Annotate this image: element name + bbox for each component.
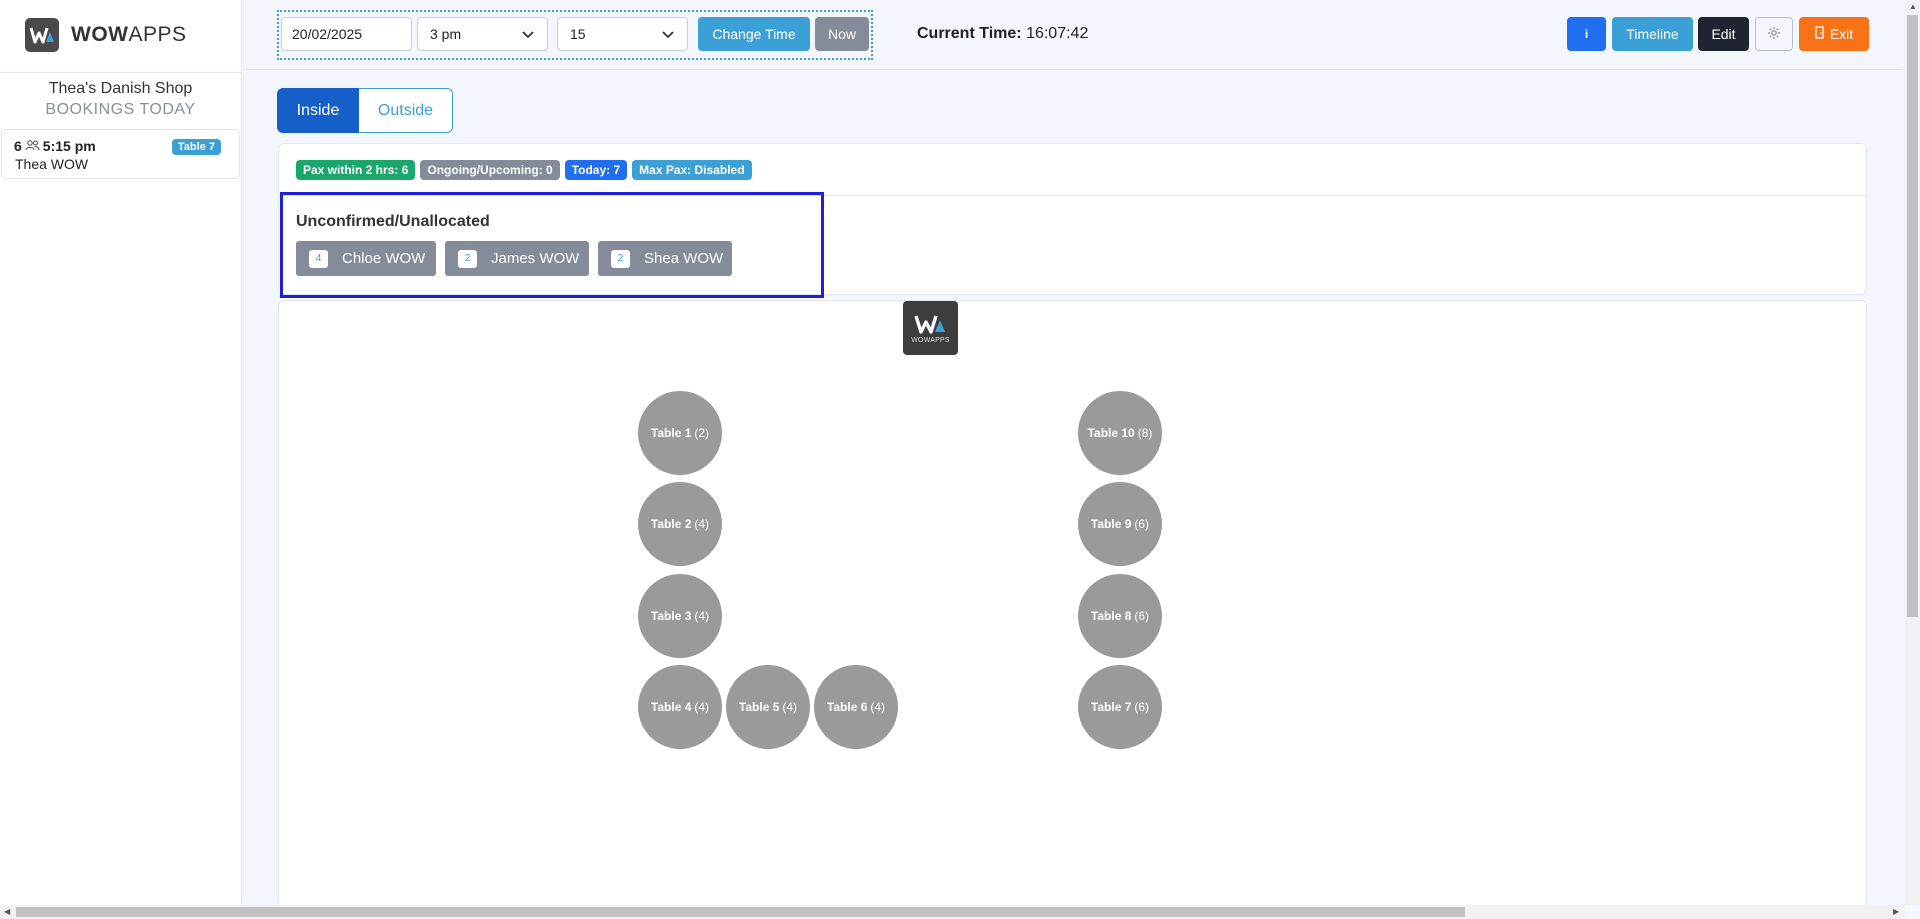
guest-pax-count: 2	[611, 249, 630, 268]
table-name: Table 5	[738, 700, 780, 714]
booking-pax: 6	[14, 138, 22, 154]
table-name: Table 4	[650, 700, 692, 714]
table-name: Table 1	[650, 426, 692, 440]
chevron-down-icon	[521, 27, 535, 44]
table-capacity: (2)	[694, 426, 710, 440]
table-capacity: (4)	[694, 700, 710, 714]
hour-select-value: 3 pm	[430, 26, 462, 42]
pax-within-badge: Pax within 2 hrs: 6	[296, 160, 416, 180]
minute-select[interactable]: 15	[557, 17, 688, 51]
guest-pax-count: 2	[458, 249, 477, 268]
table-1[interactable]: Table 1(2)	[638, 391, 722, 475]
app-logo-text: WOWAPPS	[71, 23, 187, 46]
horizontal-scroll-thumb[interactable]	[16, 907, 1465, 917]
change-time-button[interactable]: Change Time	[698, 17, 810, 51]
tab-inside[interactable]: Inside	[277, 88, 359, 133]
floor-plan-logo: WOWAPPS	[903, 301, 958, 355]
unallocated-guest-chip[interactable]: 2 Shea WOW	[598, 241, 732, 276]
unconfirmed-section	[280, 192, 824, 298]
wowapps-logo-icon	[25, 18, 59, 52]
current-time: Current Time: 16:07:42	[917, 25, 1088, 43]
stats-divider	[279, 195, 1866, 196]
table-4[interactable]: Table 4(4)	[638, 665, 722, 749]
table-capacity: (6)	[1134, 700, 1150, 714]
settings-button[interactable]	[1755, 17, 1793, 51]
unallocated-guest-chip[interactable]: 2 James WOW	[445, 241, 589, 276]
date-input[interactable]	[281, 17, 412, 51]
table-capacity: (4)	[870, 700, 886, 714]
info-button[interactable]: i	[1567, 17, 1606, 51]
scroll-right-arrow-icon[interactable]: ▶	[1893, 907, 1900, 916]
exit-button[interactable]: Exit	[1799, 17, 1869, 51]
table-2[interactable]: Table 2(4)	[638, 482, 722, 566]
app-logo[interactable]: WOWAPPS	[25, 18, 187, 52]
table-name: Table 9	[1090, 517, 1132, 531]
table-name: Table 3	[650, 609, 692, 623]
wowapps-logo-icon	[913, 314, 945, 334]
table-name: Table 2	[650, 517, 692, 531]
guest-name: Chloe WOW	[342, 250, 426, 267]
ongoing-upcoming-badge: Ongoing/Upcoming: 0	[420, 160, 560, 180]
booking-card[interactable]: 6 5:15 pm Thea WOW Table 7	[1, 129, 240, 179]
max-pax-badge: Max Pax: Disabled	[632, 160, 752, 180]
edit-button[interactable]: Edit	[1698, 17, 1749, 51]
table-capacity: (4)	[694, 517, 710, 531]
table-8[interactable]: Table 8(6)	[1078, 574, 1162, 658]
table-name: Table 6	[826, 700, 868, 714]
chevron-down-icon	[661, 27, 675, 44]
area-tabs: Inside Outside	[277, 88, 453, 133]
horizontal-scrollbar[interactable]: ◀ ▶	[0, 905, 1905, 919]
sidebar-divider	[0, 72, 241, 73]
table-capacity: (4)	[782, 700, 798, 714]
timeline-button[interactable]: Timeline	[1612, 17, 1693, 51]
shop-name: Thea's Danish Shop	[48, 80, 193, 97]
now-button[interactable]: Now	[815, 17, 869, 51]
floor-logo-text: WOWAPPS	[911, 336, 950, 344]
current-time-value: 16:07:42	[1026, 25, 1089, 42]
table-3[interactable]: Table 3(4)	[638, 574, 722, 658]
sidebar: WOWAPPS Thea's Danish Shop BOOKINGS TODA…	[0, 0, 242, 905]
people-icon	[25, 138, 40, 154]
stats-badges: Pax within 2 hrs: 6 Ongoing/Upcoming: 0 …	[296, 160, 752, 180]
table-capacity: (8)	[1137, 426, 1153, 440]
current-time-label: Current Time:	[917, 25, 1022, 42]
door-exit-icon	[1815, 26, 1825, 42]
minute-select-value: 15	[570, 26, 586, 42]
table-name: Table 7	[1090, 700, 1132, 714]
unallocated-guest-chip[interactable]: 4 Chloe WOW	[296, 241, 436, 276]
vertical-scroll-thumb[interactable]	[1907, 15, 1918, 617]
scroll-left-arrow-icon[interactable]: ◀	[4, 907, 11, 916]
table-6[interactable]: Table 6(4)	[814, 665, 898, 749]
time-selector-group	[277, 10, 873, 60]
today-count-badge: Today: 7	[564, 160, 628, 180]
table-name: Table 8	[1090, 609, 1132, 623]
table-capacity: (4)	[694, 609, 710, 623]
tab-outside[interactable]: Outside	[359, 88, 453, 133]
guest-pax-count: 4	[309, 249, 328, 268]
floor-plan	[278, 300, 1867, 910]
booking-guest-name: Thea WOW	[15, 156, 89, 172]
scroll-up-arrow-icon[interactable]: ▲	[1909, 2, 1917, 11]
booking-table-badge: Table 7	[171, 139, 221, 155]
table-name: Table 10	[1087, 426, 1135, 440]
table-10[interactable]: Table 10(8)	[1078, 391, 1162, 475]
bookings-today-heading: BOOKINGS TODAY	[45, 101, 196, 118]
exit-button-label: Exit	[1829, 26, 1854, 42]
guest-name: James WOW	[491, 250, 580, 267]
table-capacity: (6)	[1134, 609, 1150, 623]
table-capacity: (6)	[1134, 517, 1150, 531]
unconfirmed-title: Unconfirmed/Unallocated	[296, 213, 490, 230]
table-9[interactable]: Table 9(6)	[1078, 482, 1162, 566]
guest-name: Shea WOW	[644, 250, 724, 267]
table-7[interactable]: Table 7(6)	[1078, 665, 1162, 749]
hour-select[interactable]: 3 pm	[417, 17, 548, 51]
booking-summary: 6 5:15 pm	[14, 138, 96, 154]
vertical-scrollbar[interactable]: ▲	[1905, 0, 1920, 905]
booking-time: 5:15 pm	[42, 138, 96, 154]
table-5[interactable]: Table 5(4)	[726, 665, 810, 749]
gear-icon	[1767, 26, 1781, 43]
